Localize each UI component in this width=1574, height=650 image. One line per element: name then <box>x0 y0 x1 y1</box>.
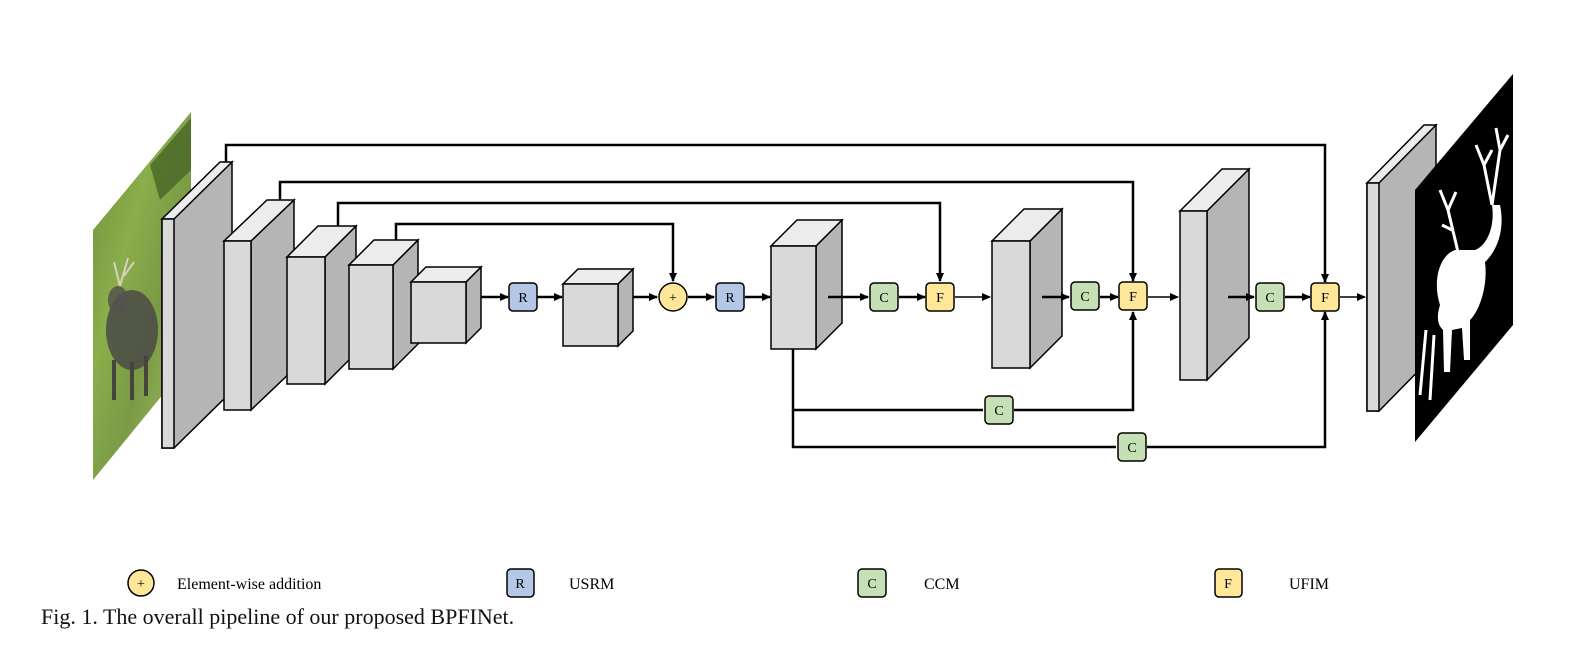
svg-text:C: C <box>1265 291 1274 306</box>
decoder-block-1 <box>769 218 844 351</box>
legend-ccm-icon <box>857 568 887 598</box>
svg-text:F: F <box>1224 577 1232 592</box>
svg-text:C: C <box>1080 290 1089 305</box>
output-saliency-map <box>1415 74 1513 442</box>
ccm-node-5: C <box>1117 432 1147 462</box>
svg-text:+: + <box>669 291 677 306</box>
bridge-block <box>561 267 635 348</box>
ccm-node-4: C <box>984 395 1014 425</box>
legend-add-label: Element-wise addition <box>177 576 321 593</box>
encoder-block-1 <box>160 160 234 449</box>
ufim-node-1: F <box>925 282 955 312</box>
legend-ccm-label: CCM <box>924 576 960 593</box>
svg-text:C: C <box>879 291 888 306</box>
legend-ufim-icon <box>1214 568 1243 598</box>
svg-text:R: R <box>725 291 735 306</box>
svg-text:+: + <box>137 577 145 592</box>
ufim-node-3: F <box>1310 282 1340 312</box>
legend-usrm-label: USRM <box>569 576 614 593</box>
add-node: + <box>658 282 688 312</box>
ccm-node-2: C <box>1070 281 1100 311</box>
legend-add-icon <box>127 569 155 597</box>
legend-usrm-item: R USRM <box>506 568 614 598</box>
decoder-block-3 <box>1178 167 1251 382</box>
figure-caption: Fig. 1. The overall pipeline of our prop… <box>41 604 515 629</box>
legend-ufim-label: UFIM <box>1289 576 1329 593</box>
legend: + Element-wise addition R USRM C CCM F U… <box>127 568 1329 598</box>
ccm-node-3: C <box>1255 282 1285 312</box>
decoder-block-2 <box>990 207 1064 370</box>
usrm-node-1: R <box>508 282 538 312</box>
encoder-block-3 <box>285 224 358 386</box>
svg-text:C: C <box>867 577 876 592</box>
encoder-block-2 <box>222 198 296 412</box>
svg-text:F: F <box>1129 290 1137 305</box>
svg-text:F: F <box>1321 291 1329 306</box>
svg-text:F: F <box>936 291 944 306</box>
connections <box>224 143 1366 449</box>
ufim-node-2: F <box>1118 281 1148 311</box>
legend-ccm-item: C CCM <box>857 568 960 598</box>
encoder-block-4 <box>347 238 420 371</box>
svg-text:R: R <box>518 291 528 306</box>
legend-ufim-item: F UFIM <box>1214 568 1329 598</box>
legend-usrm-icon <box>506 568 535 598</box>
usrm-node-2: R <box>715 282 745 312</box>
svg-text:C: C <box>994 404 1003 419</box>
legend-add-item: + Element-wise addition <box>127 569 321 597</box>
svg-text:C: C <box>1127 441 1136 456</box>
svg-text:R: R <box>515 577 525 592</box>
ccm-node-1: C <box>869 282 899 312</box>
encoder-block-5 <box>409 265 483 345</box>
